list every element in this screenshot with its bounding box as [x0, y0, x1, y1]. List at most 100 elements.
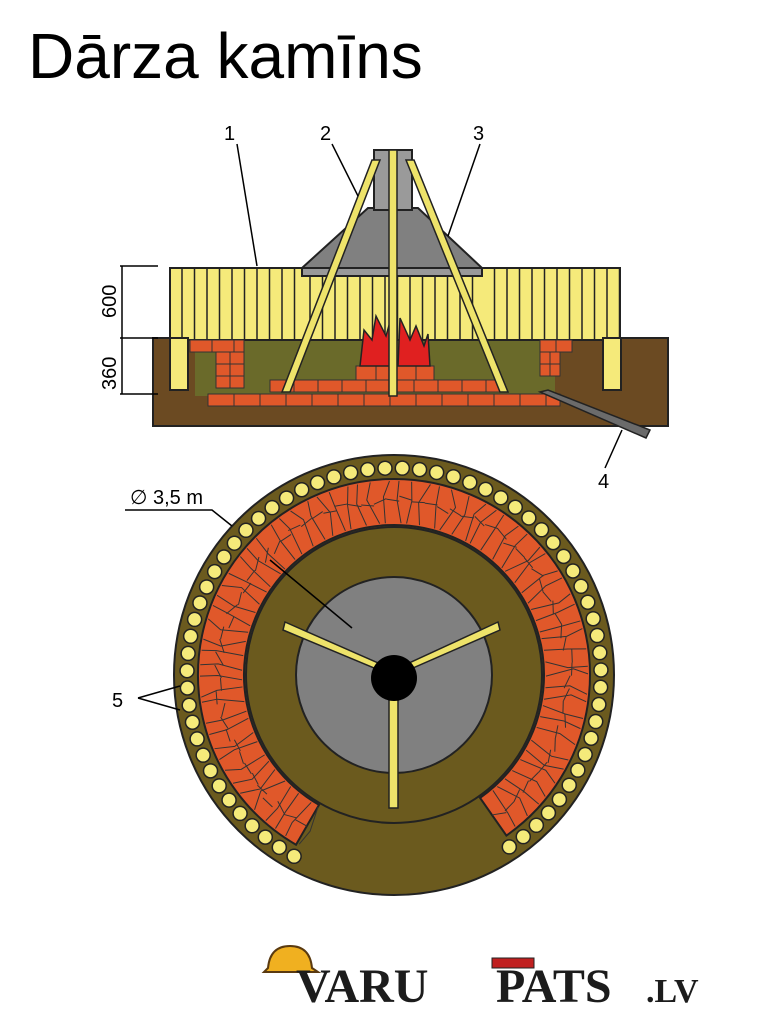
edge-stone [238, 522, 254, 539]
brick [229, 375, 245, 389]
stone-joint [514, 553, 546, 583]
edge-stone [232, 805, 248, 822]
brick [355, 365, 377, 381]
stone-joint [207, 618, 249, 633]
stone-joint [262, 797, 273, 808]
stone-joint [199, 674, 243, 681]
stone-joint [501, 533, 528, 569]
stone-joint [560, 624, 563, 639]
dimension-lines [120, 265, 158, 395]
stone-joint [424, 502, 438, 506]
edge-stone [573, 578, 589, 595]
stone-joint [277, 800, 285, 814]
stone-joint [283, 813, 297, 819]
stone-joint [307, 501, 326, 540]
edge-stone [211, 778, 227, 794]
tripod [280, 149, 510, 397]
brick [215, 375, 231, 389]
edge-stone [565, 563, 581, 579]
stone-joint [255, 538, 286, 570]
brick [549, 363, 561, 377]
stone-joint [215, 691, 218, 705]
stone-joint [449, 508, 462, 517]
stone-joint [436, 506, 449, 514]
stone-joint [265, 786, 292, 821]
edge-stone [555, 548, 572, 565]
stone-joint [434, 486, 440, 529]
callout-1: 1 [224, 123, 235, 145]
stone-joint [254, 556, 260, 571]
edge-stone [182, 628, 199, 645]
stone-joint [396, 481, 402, 524]
stone-joint [399, 495, 413, 501]
brick [229, 351, 245, 365]
stone-joint [512, 770, 546, 797]
edge-stone [521, 510, 537, 526]
stone-joint [300, 517, 312, 528]
dim-360: 360 [99, 357, 121, 390]
stone-joint [323, 510, 337, 514]
edge-stone [515, 828, 532, 845]
stone-joint [290, 510, 314, 547]
stone-joint [474, 516, 485, 527]
stone-joint [545, 685, 588, 695]
brick [189, 339, 213, 353]
stone-joint [527, 577, 563, 604]
stone-joint [221, 585, 260, 605]
brick [293, 379, 319, 393]
brick [461, 379, 487, 393]
brick [311, 393, 339, 407]
edge-stone [192, 595, 208, 611]
diameter-label: ∅ 3,5 m [130, 487, 203, 509]
edge-stone [477, 481, 494, 498]
stone-joint [209, 717, 249, 736]
edge-stone [206, 563, 223, 580]
brick [415, 365, 435, 381]
edge-stone [585, 610, 601, 627]
brick [215, 363, 231, 377]
callout-3: 3 [473, 123, 484, 145]
edge-stone [577, 746, 593, 763]
stone-joint [451, 496, 470, 535]
stone-joint [418, 484, 431, 526]
bench-leg-right [602, 337, 622, 391]
dim-600: 600 [99, 285, 121, 318]
brick [395, 365, 417, 381]
edge-stone [180, 645, 196, 662]
edge-stone [226, 535, 243, 551]
stone-joint [492, 525, 519, 560]
brick-base [189, 339, 573, 407]
edge-stone [580, 594, 596, 611]
stone-joint [228, 572, 267, 593]
edge-stone [181, 697, 197, 713]
brick [285, 393, 313, 407]
callout-2: 2 [320, 123, 331, 145]
stone-joint [212, 604, 251, 627]
stone-joint [522, 780, 529, 793]
brick [233, 393, 261, 407]
brick [211, 339, 235, 353]
stone-joint [246, 548, 281, 575]
edge-stone [189, 731, 205, 747]
varu-pats-logo: VARU PATS .LV [261, 944, 699, 1013]
stone-joint [356, 484, 367, 526]
edge-stone [293, 481, 310, 498]
stone-joint [288, 524, 301, 531]
stone-joint [203, 638, 246, 647]
stone-joint [540, 716, 581, 730]
stone-joint [366, 482, 381, 524]
edge-stone [359, 461, 376, 478]
edge-stone [501, 839, 518, 855]
logo-word-varu: VARU [296, 960, 428, 1013]
brick [539, 363, 551, 377]
edge-stone [589, 627, 605, 644]
stone-joint [279, 518, 303, 555]
edge-stone [528, 817, 545, 834]
brick [519, 393, 547, 407]
edge-stone [186, 611, 203, 628]
edge-stone [216, 549, 232, 565]
stone-joint [465, 503, 487, 542]
stone-joint [219, 741, 258, 760]
edge-stone [592, 644, 608, 661]
edge-stone [195, 747, 211, 763]
